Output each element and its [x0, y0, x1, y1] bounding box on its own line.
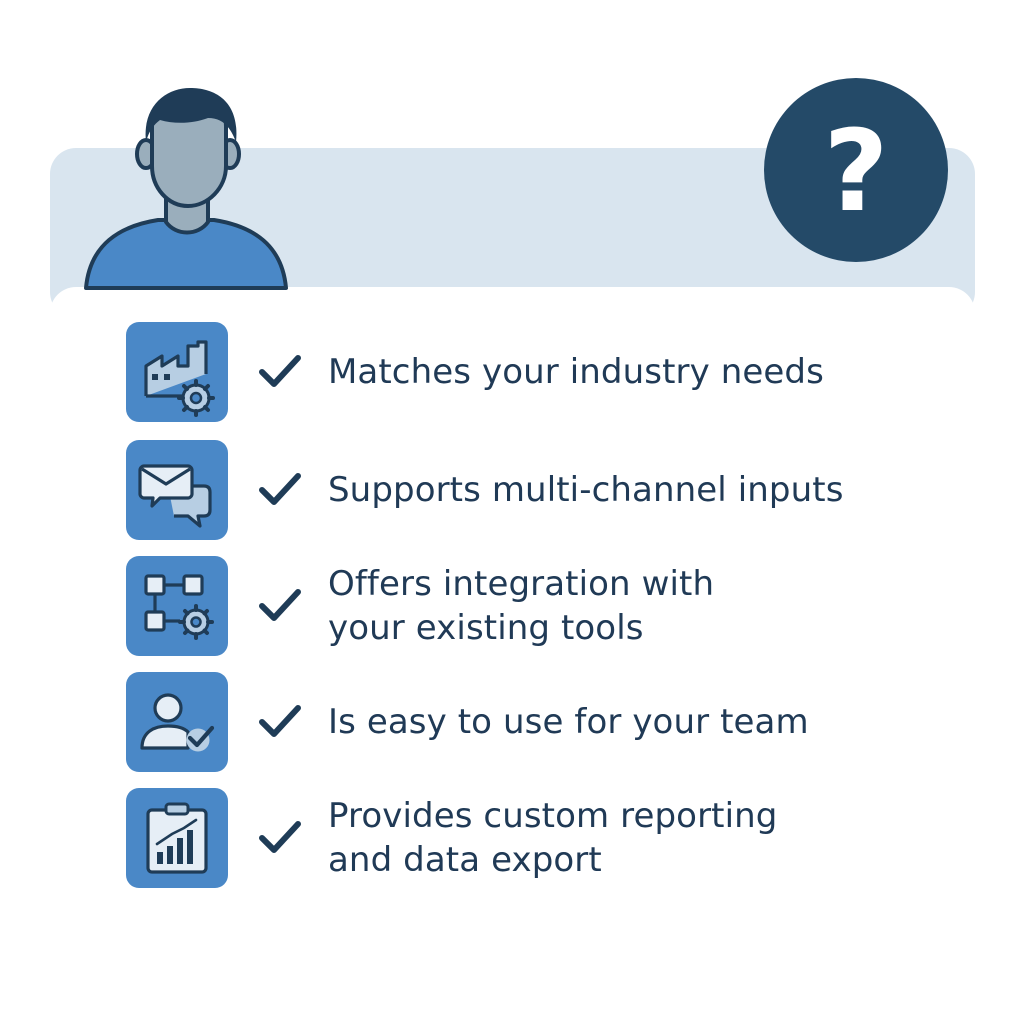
list-item: Provides custom reporting and data expor… [126, 788, 986, 888]
checkmark-icon [259, 355, 301, 387]
reporting-tile [126, 788, 228, 888]
list-item: Is easy to use for your team [126, 672, 986, 772]
item-label: Provides custom reporting and data expor… [328, 796, 778, 880]
person-avatar-icon [84, 88, 288, 290]
gear-icon [178, 604, 214, 640]
item-label: Matches your industry needs [328, 352, 824, 392]
integration-tile [126, 556, 228, 656]
question-mark-glyph: ? [824, 107, 889, 237]
list-item: Matches your industry needs [126, 322, 986, 422]
item-label: Offers integration with your existing to… [328, 564, 715, 648]
user-check-icon [140, 693, 215, 752]
item-label: Is easy to use for your team [328, 702, 809, 742]
report-chart-icon [146, 802, 208, 874]
factory-gear-icon [144, 340, 215, 417]
gear-icon [177, 379, 215, 417]
ease-of-use-tile [126, 672, 228, 772]
checkmark-icon [259, 473, 301, 505]
integration-gear-icon [144, 574, 214, 640]
checkmark-icon [259, 821, 301, 853]
checkmark-icon [259, 589, 301, 621]
list-item: Offers integration with your existing to… [126, 556, 986, 656]
checkmark-icon [259, 705, 301, 737]
industry-tile [126, 322, 228, 422]
item-label: Supports multi-channel inputs [328, 470, 844, 510]
list-item: Supports multi-channel inputs [126, 440, 986, 540]
channels-tile [126, 440, 228, 540]
chat-mail-icon [138, 464, 212, 528]
question-badge-icon: ? [764, 78, 948, 262]
